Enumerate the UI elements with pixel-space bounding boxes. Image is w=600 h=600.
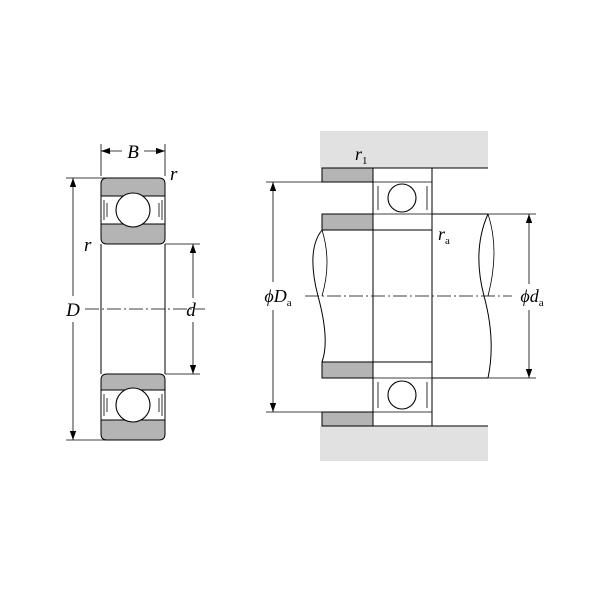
label-r-top-right: r [170, 164, 178, 185]
bottom-rolling-element-assembly [100, 373, 166, 441]
housing-bottom [320, 426, 488, 461]
inner-ring-top [100, 223, 166, 245]
housing-top [320, 131, 488, 168]
label-phi-Da: ϕDa [264, 286, 291, 309]
label-r-left: r [84, 235, 92, 256]
label-B: B [127, 142, 139, 163]
mount-ball-bottom [387, 380, 417, 410]
label-ra: ra [438, 224, 450, 247]
housing-shoulder-bottom [321, 411, 374, 427]
bearing-section-view: B r r D d [65, 142, 205, 441]
ball-bottom [115, 387, 151, 423]
label-D: D [65, 300, 80, 321]
mounting-view: ϕDa ϕda r1 ra [264, 131, 544, 461]
seal-lips-top [103, 199, 163, 220]
mount-ball-top [387, 183, 417, 213]
housing-shoulder-top [321, 167, 374, 183]
ball-top [115, 192, 151, 228]
top-rolling-element-assembly [100, 177, 166, 245]
label-phi-da: ϕda [520, 286, 543, 309]
shaft-shoulder-bottom [321, 361, 374, 379]
outer-ring-bottom [100, 419, 166, 441]
label-r1: r1 [355, 144, 368, 167]
mount-top-ball-assembly [373, 181, 432, 215]
mount-bottom-ball-assembly [373, 377, 432, 413]
label-d: d [186, 300, 196, 321]
shaft-shoulder-top [321, 213, 374, 231]
seal-lips-bottom [103, 393, 163, 416]
